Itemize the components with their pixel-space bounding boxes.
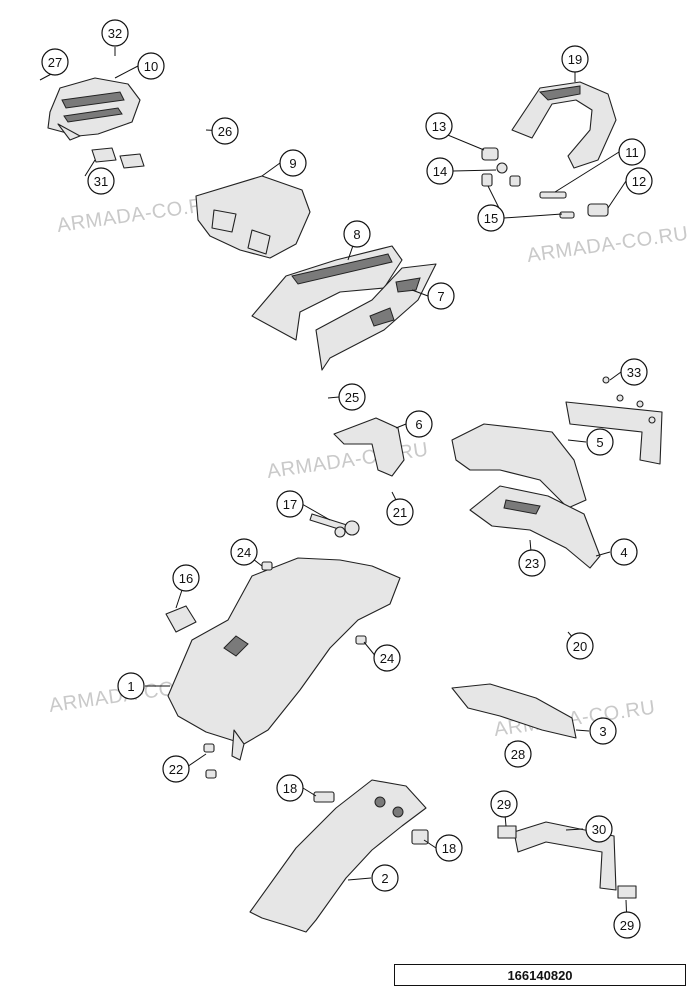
watermark-3: ARMADA-CO.RU [266, 439, 430, 483]
svg-text:3: 3 [599, 724, 606, 739]
part-3-cover [451, 683, 577, 739]
part-33-plate [565, 376, 663, 465]
part-9-bracket [195, 175, 311, 259]
part-17-strap [309, 513, 360, 538]
callout-19: 19 [561, 45, 589, 73]
callout-14: 14 [426, 157, 454, 185]
part-19-grab-handle [511, 81, 617, 169]
diagram-id-box: 166140820 [394, 964, 686, 986]
svg-text:2: 2 [381, 871, 388, 886]
svg-text:13: 13 [432, 119, 446, 134]
callout-7: 7 [427, 282, 455, 310]
callout-17: 17 [276, 490, 304, 518]
svg-text:18: 18 [283, 781, 297, 796]
callout-2: 2 [371, 864, 399, 892]
callout-33: 33 [620, 358, 648, 386]
svg-text:24: 24 [380, 651, 394, 666]
callout-26: 26 [211, 117, 239, 145]
svg-text:24: 24 [237, 545, 251, 560]
svg-text:28: 28 [511, 747, 525, 762]
svg-text:1: 1 [127, 679, 134, 694]
callout-18-a: 18 [276, 774, 304, 802]
part-30-plate [497, 821, 637, 899]
callout-11: 11 [618, 138, 646, 166]
part-10-bracket [47, 77, 141, 141]
callout-1: 1 [117, 672, 145, 700]
callout-31: 31 [87, 167, 115, 195]
svg-text:31: 31 [94, 174, 108, 189]
callout-15: 15 [477, 204, 505, 232]
svg-text:9: 9 [289, 156, 296, 171]
part-8-cover [251, 245, 403, 341]
part-4-subframe [469, 485, 601, 569]
part-16-pad [165, 605, 197, 633]
callout-5: 5 [586, 428, 614, 456]
callout-27: 27 [41, 48, 69, 76]
svg-text:33: 33 [627, 365, 641, 380]
svg-text:18: 18 [442, 841, 456, 856]
svg-text:29: 29 [497, 797, 511, 812]
callout-24-a: 24 [230, 538, 258, 566]
callout-6: 6 [405, 410, 433, 438]
svg-text:30: 30 [592, 822, 606, 837]
svg-text:25: 25 [345, 390, 359, 405]
callout-18-b: 18 [435, 834, 463, 862]
svg-text:7: 7 [437, 289, 444, 304]
svg-text:8: 8 [353, 227, 360, 242]
callout-25: 25 [338, 383, 366, 411]
svg-text:6: 6 [415, 417, 422, 432]
hardware-13-14-11-12-15 [481, 147, 609, 219]
callout-22: 22 [162, 755, 190, 783]
callout-28: 28 [504, 740, 532, 768]
callout-16: 16 [172, 564, 200, 592]
callout-30: 30 [585, 815, 613, 843]
parts-24 [261, 561, 367, 645]
part-31-pads [91, 147, 145, 169]
part-1-rear-fender [167, 557, 401, 761]
callouts: 1 2 3 4 5 6 7 8 9 10 11 12 13 14 15 16 1… [41, 19, 653, 939]
svg-text:16: 16 [179, 571, 193, 586]
callout-9: 9 [279, 149, 307, 177]
svg-text:26: 26 [218, 124, 232, 139]
callout-12: 12 [625, 167, 653, 195]
svg-text:20: 20 [573, 639, 587, 654]
diagram-id: 166140820 [507, 967, 573, 983]
svg-text:10: 10 [144, 59, 158, 74]
svg-text:22: 22 [169, 762, 183, 777]
svg-text:23: 23 [525, 556, 539, 571]
part-22-clips [203, 743, 217, 779]
svg-text:14: 14 [433, 164, 447, 179]
watermark-2: ARMADA-CO.RU [526, 223, 690, 267]
callout-8: 8 [343, 220, 371, 248]
callout-23: 23 [518, 549, 546, 577]
svg-text:29: 29 [620, 918, 634, 933]
callout-3: 3 [589, 717, 617, 745]
callout-32: 32 [101, 19, 129, 47]
callout-21: 21 [386, 498, 414, 526]
callout-24-b: 24 [373, 644, 401, 672]
svg-text:27: 27 [48, 55, 62, 70]
svg-text:17: 17 [283, 497, 297, 512]
callout-20: 20 [566, 632, 594, 660]
callout-10: 10 [137, 52, 165, 80]
svg-text:21: 21 [393, 505, 407, 520]
callout-29-a: 29 [490, 790, 518, 818]
svg-text:5: 5 [596, 435, 603, 450]
part-6-cover [333, 417, 405, 477]
callout-13: 13 [425, 112, 453, 140]
part-5-side-cover [451, 423, 587, 509]
svg-text:32: 32 [108, 26, 122, 41]
svg-text:19: 19 [568, 52, 582, 67]
svg-text:15: 15 [484, 211, 498, 226]
watermark-1: ARMADA-CO.RU [56, 193, 220, 237]
callout-4: 4 [610, 538, 638, 566]
svg-text:12: 12 [632, 174, 646, 189]
part-2-undertray [249, 779, 427, 933]
svg-text:4: 4 [620, 545, 627, 560]
svg-text:11: 11 [625, 145, 639, 160]
part-7-cover [315, 263, 437, 371]
callout-29-b: 29 [613, 911, 641, 939]
